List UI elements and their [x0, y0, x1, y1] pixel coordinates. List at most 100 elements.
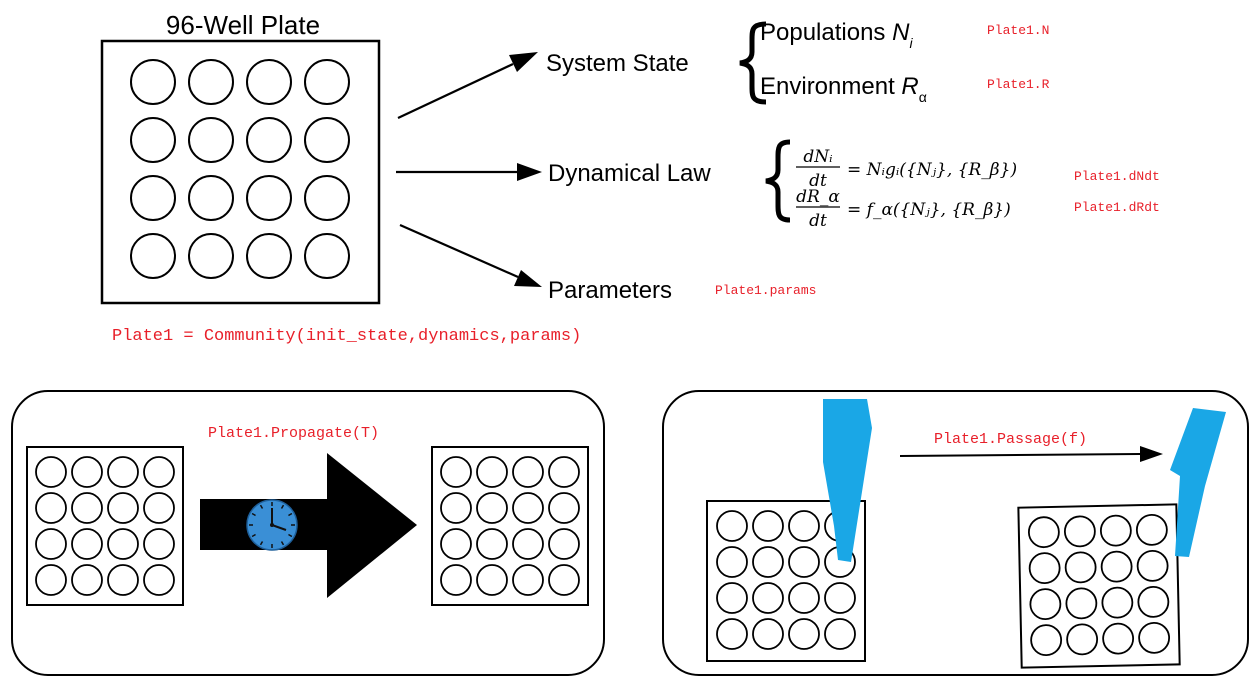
well [716, 582, 748, 614]
propagate-code: Plate1.Propagate(T) [208, 425, 379, 442]
passage-code: Plate1.Passage(f) [934, 431, 1087, 448]
eq1-code: Plate1.dNdt [1074, 169, 1160, 184]
eq1-rhs: = Nᵢgᵢ({Nⱼ}, {R_β}) [847, 160, 1017, 180]
propagate-plate-right [431, 446, 589, 606]
well [35, 456, 67, 488]
propagate-plate-left [26, 446, 184, 606]
main-plate [100, 39, 381, 305]
well [130, 59, 176, 105]
well [1100, 550, 1133, 583]
eq2-numerator: dR_α [796, 187, 840, 207]
well [1064, 551, 1097, 584]
state-arrow [397, 52, 538, 119]
dynamical-law-label: Dynamical Law [548, 160, 711, 187]
well [548, 492, 580, 524]
well [752, 546, 784, 578]
well [1065, 587, 1098, 620]
well [1029, 588, 1062, 621]
well [246, 233, 292, 279]
well [752, 618, 784, 650]
well [143, 564, 175, 596]
well [107, 564, 139, 596]
well [1063, 515, 1096, 548]
well [1137, 585, 1170, 618]
well [1066, 623, 1099, 656]
populations-code: Plate1.N [987, 23, 1049, 38]
well [512, 492, 544, 524]
plate-title: 96-Well Plate [166, 10, 320, 40]
well [752, 510, 784, 542]
propagate-plate-right-wells [440, 456, 580, 596]
passage-plate-right [1017, 503, 1181, 669]
eq2-code: Plate1.dRdt [1074, 200, 1160, 215]
well [788, 618, 820, 650]
constructor-code: Plate1 = Community(init_state,dynamics,p… [112, 327, 581, 346]
well [130, 117, 176, 163]
well [143, 492, 175, 524]
well [716, 546, 748, 578]
well [130, 175, 176, 221]
well [512, 528, 544, 560]
well [143, 528, 175, 560]
environment-label: Environment Rα [760, 73, 927, 105]
well [71, 528, 103, 560]
propagate-arrow [200, 453, 417, 598]
eq1-denominator: dt [809, 171, 827, 191]
well [304, 175, 350, 221]
well [188, 175, 234, 221]
well [246, 175, 292, 221]
well [476, 492, 508, 524]
eq2-rhs: = f_α({Nⱼ}, {R_β}) [847, 200, 1011, 220]
well [476, 528, 508, 560]
well [548, 564, 580, 596]
well [440, 492, 472, 524]
well [71, 456, 103, 488]
passage-arrow [899, 446, 1163, 462]
well [824, 618, 856, 650]
well [35, 528, 67, 560]
well [1030, 624, 1063, 657]
well [188, 59, 234, 105]
main-plate-wells [130, 59, 350, 279]
well [35, 492, 67, 524]
well [512, 564, 544, 596]
well [1027, 516, 1060, 549]
passage-panel [662, 390, 1249, 676]
well [1028, 552, 1061, 585]
passage-plate-left [706, 500, 866, 662]
well [788, 510, 820, 542]
eq2-denominator: dt [809, 211, 827, 231]
clock-tick [251, 533, 256, 538]
system-state-label: System State [546, 50, 689, 77]
well [440, 456, 472, 488]
well [548, 528, 580, 560]
well [107, 528, 139, 560]
well [1135, 514, 1168, 546]
well [304, 59, 350, 105]
well [1138, 621, 1171, 654]
clock-tick [280, 504, 285, 509]
clock-icon [246, 499, 298, 551]
well [476, 456, 508, 488]
well [130, 233, 176, 279]
well [35, 564, 67, 596]
well [246, 117, 292, 163]
well [1099, 514, 1132, 547]
well [512, 456, 544, 488]
well [824, 582, 856, 614]
clock-tick [288, 512, 293, 517]
clock-tick [288, 533, 293, 538]
well [143, 456, 175, 488]
well [440, 528, 472, 560]
well [716, 510, 748, 542]
well [188, 117, 234, 163]
propagate-plate-left-wells [35, 456, 175, 596]
clock-tick [251, 512, 256, 517]
eq1-numerator: dNᵢ [803, 147, 832, 167]
well [304, 117, 350, 163]
well [788, 546, 820, 578]
law-arrow [396, 163, 542, 181]
pipette-icon [823, 399, 1226, 562]
well [476, 564, 508, 596]
